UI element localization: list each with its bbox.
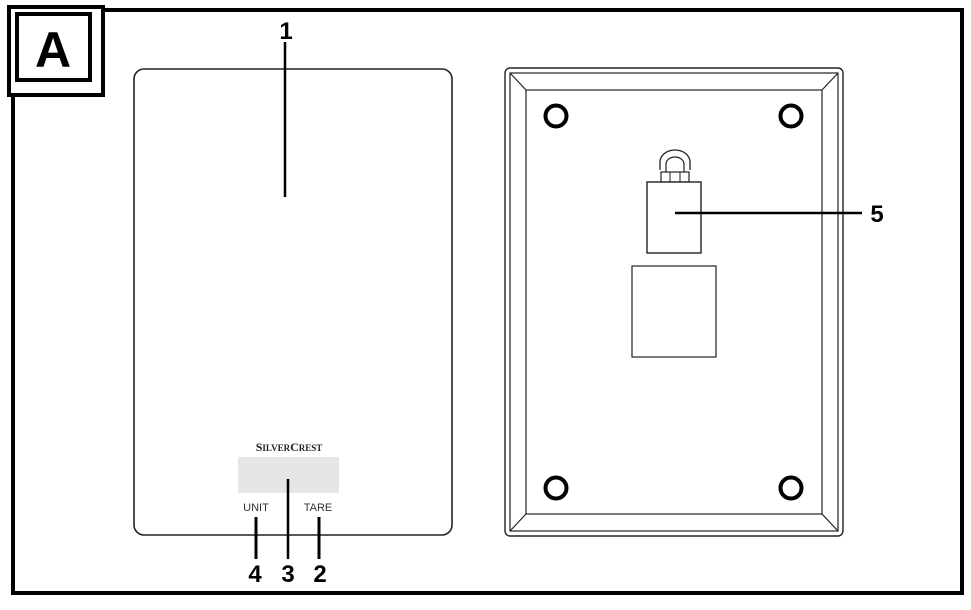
foot-top-right	[778, 103, 804, 129]
foot-bottom-left	[543, 475, 569, 501]
battery-cover	[646, 181, 702, 254]
callout-4: 4	[248, 561, 262, 588]
back-bevel-outer	[509, 72, 839, 532]
tare-button-label: TARE	[304, 502, 333, 514]
latch-ring	[659, 149, 691, 170]
scale-front-view: SILVERCREST UNIT TARE	[133, 68, 453, 536]
latch-ring-inner	[665, 156, 685, 172]
panel-label-box-inner	[15, 12, 92, 82]
type-label-plate	[631, 265, 717, 358]
brand-logo: SILVERCREST	[256, 440, 323, 454]
latch-tab	[660, 171, 690, 183]
scale-back-view	[504, 67, 844, 537]
weighing-surface	[133, 68, 453, 536]
bevel-corner-bl	[509, 513, 527, 532]
bevel-corner-br	[821, 513, 839, 532]
battery-compartment	[646, 149, 702, 254]
back-bevel-inner	[525, 89, 823, 515]
foot-top-left	[543, 103, 569, 129]
panel-label: A	[35, 22, 71, 78]
bevel-corner-tr	[821, 72, 839, 91]
unit-button-label: UNIT	[243, 502, 269, 514]
callout-2: 2	[313, 561, 326, 588]
bevel-corner-tl	[509, 72, 527, 91]
callout-1: 1	[279, 18, 292, 45]
callout-3: 3	[281, 561, 294, 588]
figure-frame	[11, 8, 964, 595]
callout-5: 5	[870, 201, 883, 228]
foot-bottom-right	[778, 475, 804, 501]
